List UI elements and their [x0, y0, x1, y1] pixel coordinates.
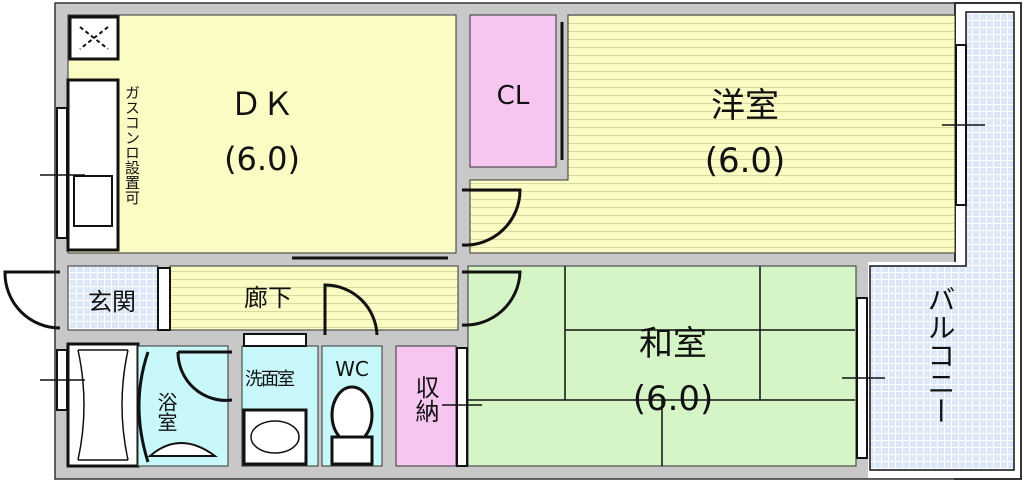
bathtub	[66, 342, 140, 468]
toilet-door	[323, 283, 379, 336]
japanese-door	[461, 270, 522, 327]
windows	[40, 44, 985, 467]
storage-room	[395, 345, 457, 467]
shower-icon	[147, 442, 219, 457]
gas-stove-note: ガスコンロ設置可	[123, 85, 141, 205]
kitchen-sink-icon	[73, 175, 113, 227]
range-hood-icon	[68, 15, 120, 61]
dk-label: ＤＫ	[230, 85, 294, 123]
balcony	[869, 11, 1015, 471]
bath-door	[176, 350, 233, 402]
western-door	[461, 188, 522, 247]
doors	[3, 22, 564, 402]
washroom-label: 洗面室	[245, 369, 295, 390]
closet-room	[469, 14, 557, 168]
western-room-label: 洋室	[711, 86, 779, 126]
japanese-room-size: (6.0)	[633, 379, 714, 419]
dk-room	[67, 14, 457, 254]
western-room	[469, 14, 956, 254]
storage-label: 収納	[411, 375, 439, 423]
toilet-icon	[330, 385, 374, 466]
japanese-room-label: 和室	[639, 324, 707, 364]
hallway-label: 廊下	[244, 284, 292, 312]
toilet-label: WC	[335, 357, 369, 381]
japanese-room	[467, 265, 857, 467]
entrance-door	[3, 270, 61, 330]
balcony-label: バルコニー	[924, 285, 957, 425]
bathroom-label: 浴室	[154, 392, 178, 432]
closet-label: CL	[497, 81, 530, 111]
entrance-label: 玄関	[88, 288, 136, 316]
western-room-size: (6.0)	[705, 141, 786, 181]
dk-size: (6.0)	[224, 140, 300, 178]
washbasin-icon	[242, 408, 308, 466]
hallway-room	[169, 265, 459, 331]
